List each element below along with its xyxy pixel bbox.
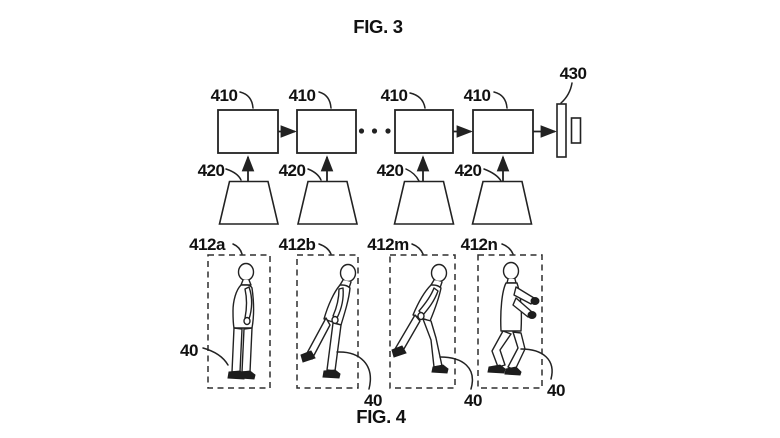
person3-head (430, 263, 448, 283)
person4-lower-hand (527, 311, 537, 319)
person1-head (237, 262, 255, 282)
frame-412m (389, 254, 456, 389)
ref-412a-label: 412a (189, 235, 226, 254)
ref-430-label: 430 (560, 64, 587, 83)
ref-410-label-4: 410 (464, 86, 491, 105)
ref-420-label-1: 420 (198, 161, 225, 180)
ref-420-leader-3 (405, 168, 420, 182)
ref-410-leader-3 (409, 92, 426, 109)
person3-rear-shoe (391, 345, 407, 358)
ref-410-leader-2 (318, 91, 332, 109)
ref-410-label-3: 410 (381, 86, 408, 105)
input-trapezoid-1 (218, 180, 280, 225)
ref-410-leader-1 (239, 91, 254, 109)
ref-40-label-3: 40 (464, 391, 482, 410)
ref-410-leader-4 (493, 91, 508, 109)
person4-upper-arm (513, 286, 535, 305)
ref-412n-leader (501, 243, 514, 255)
processing-box-1 (217, 109, 279, 154)
ref-40-leader-2 (336, 351, 371, 390)
person-figure-3 (391, 263, 449, 374)
person3-front-shoe (431, 364, 449, 374)
person2-head (339, 263, 357, 283)
ref-40-leader-3 (439, 356, 474, 390)
person2-rear-shoe (300, 350, 316, 363)
person-figure-1 (227, 262, 256, 380)
ref-420-label-3: 420 (377, 161, 404, 180)
ref-420-label-4: 420 (455, 161, 482, 180)
processing-box-4 (472, 109, 534, 154)
person3-hand (417, 311, 425, 321)
output-bar-430 (556, 103, 567, 158)
ref-412m-leader (411, 243, 424, 255)
person-figure-2 (300, 263, 357, 379)
person4-head (502, 261, 520, 281)
person1-arm (244, 286, 253, 320)
ref-410-label-2: 410 (289, 86, 316, 105)
ref-410-label-1: 410 (211, 86, 238, 105)
frame-412b (296, 254, 359, 389)
person4-front-leg (507, 331, 526, 371)
person4-rear-shoe (487, 364, 506, 374)
person4-rear-leg (491, 330, 512, 368)
ref-412b-leader (318, 243, 332, 255)
ref-420-leader-2 (307, 168, 322, 181)
ref-40-label-2: 40 (364, 391, 382, 410)
ref-420-leader-1 (225, 168, 242, 181)
person4-lower-arm (512, 297, 533, 318)
ref-40-label-1: 40 (180, 341, 198, 360)
person4-upper-hand (530, 297, 540, 305)
ref-412b-label: 412b (279, 235, 316, 254)
input-trapezoid-4 (471, 180, 533, 225)
person1-front-leg (241, 327, 253, 373)
input-trapezoid-2 (296, 180, 359, 225)
person1-rear-leg (231, 327, 243, 373)
person2-arm (332, 287, 344, 319)
person2-front-shoe (322, 369, 341, 379)
ref-412m-label: 412m (367, 235, 409, 254)
frame-412n (477, 254, 543, 389)
processing-box-3 (394, 109, 454, 154)
ref-412n-label: 412n (461, 235, 498, 254)
person1-neck (240, 279, 252, 286)
ref-420-leader-4 (483, 168, 502, 182)
ref-40-leader-1 (202, 347, 229, 366)
frame-412a (207, 254, 271, 389)
output-small-bar (570, 117, 582, 144)
processing-box-2 (296, 109, 357, 154)
ref-40-leader-4 (520, 348, 553, 380)
input-trapezoid-3 (393, 180, 455, 225)
person2-front-leg (326, 322, 342, 372)
ref-412a-leader (232, 243, 243, 255)
fig4-title: FIG. 4 (356, 406, 407, 427)
ref-430-leader (560, 82, 573, 104)
person1-hand (243, 316, 251, 326)
ellipsis-dots (358, 128, 391, 134)
person3-front-leg (422, 318, 443, 368)
ref-420-label-2: 420 (279, 161, 306, 180)
ref-40-label-4: 40 (547, 381, 565, 400)
person4-front-shoe (504, 366, 522, 376)
person-figure-4 (487, 261, 540, 376)
fig3-title: FIG. 3 (353, 16, 403, 37)
person1-front-shoe (240, 370, 256, 380)
